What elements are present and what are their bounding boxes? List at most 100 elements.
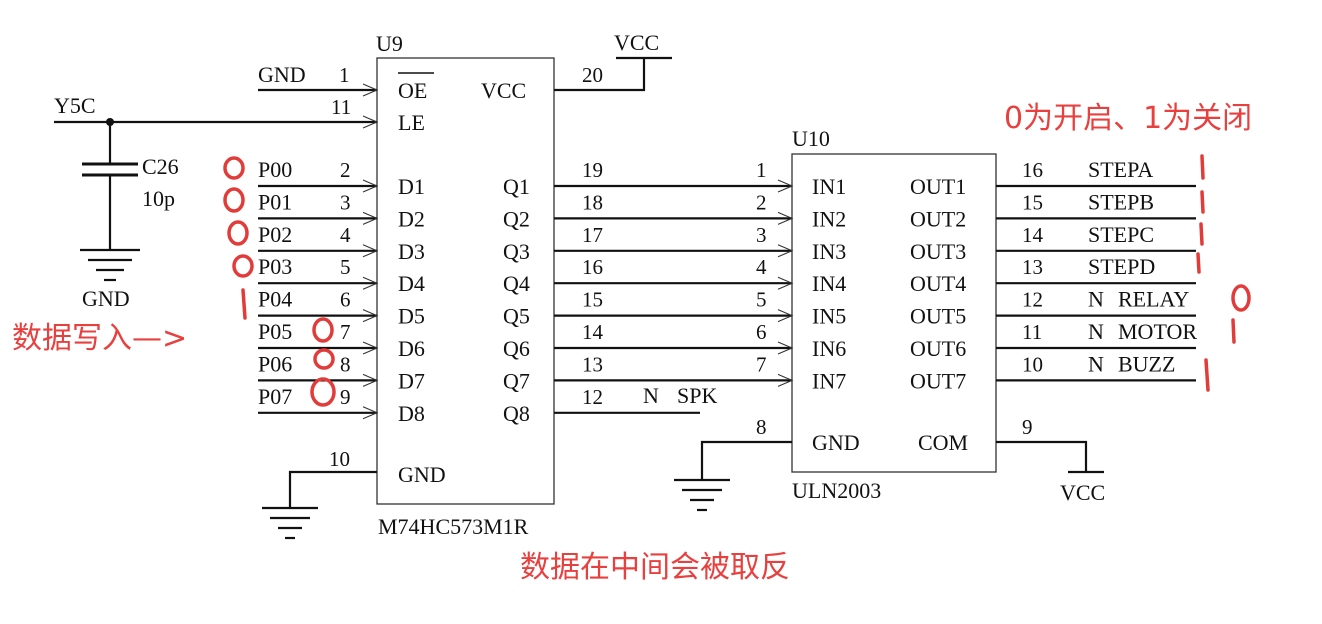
u9-le-pin: 11 (331, 95, 351, 119)
u10-output-pin: 14 (1022, 223, 1044, 247)
u10-output-pin: 16 (1022, 158, 1043, 182)
u9-output-label: Q4 (503, 271, 530, 296)
u10-input-label: IN2 (812, 206, 846, 231)
handwritten-one-mark (241, 288, 247, 320)
u10-output-label: OUT3 (910, 239, 966, 264)
handwritten-zero-mark (310, 377, 336, 407)
annotation-inverted: 数据在中间会被取反 (520, 550, 790, 585)
handwritten-zero-mark (227, 220, 249, 246)
u10-gnd-label: GND (812, 430, 860, 455)
u9-input-net: P06 (258, 351, 292, 376)
u10-input-arrow (777, 211, 794, 225)
u9-input-label: D2 (398, 206, 425, 231)
u10-com-label: COM (918, 430, 968, 455)
u9-input-net: P07 (258, 384, 292, 409)
u9-gnd-wire (288, 470, 377, 508)
u9-le-label: LE (398, 110, 425, 135)
handwritten-one-mark (1204, 358, 1210, 392)
u10-output-net: BUZZ (1118, 351, 1175, 376)
u9-input-label: D8 (398, 401, 425, 426)
u9-input-label: D3 (398, 239, 425, 264)
handwritten-one-mark (1200, 190, 1205, 214)
u9-ref: U9 (376, 31, 403, 56)
u10-input-arrow (777, 244, 794, 258)
u10-output-label: OUT2 (910, 206, 966, 231)
handwritten-one-mark (1196, 252, 1201, 274)
u10-output-net-prefix: N (1088, 351, 1104, 376)
u9-input-pin: 8 (340, 352, 351, 376)
u9-gnd-pin: 10 (329, 447, 350, 471)
u10-gnd-pin: 8 (756, 415, 767, 439)
u9-input-arrow (362, 244, 379, 258)
u9-input-label: D1 (398, 174, 425, 199)
u9-output-label: Q6 (503, 336, 530, 361)
u10-output-pin: 15 (1022, 190, 1043, 214)
u10-output-net: STEPC (1088, 222, 1154, 247)
net-y5c: Y5C (54, 93, 96, 118)
u10-input-arrow (777, 309, 794, 323)
u9-input-arrow (362, 373, 379, 387)
u10-input-pin: 2 (756, 190, 767, 214)
net-gnd-oe: GND (258, 62, 306, 87)
u9-oe-label: OE (398, 78, 427, 103)
u9-input-label: D5 (398, 304, 425, 329)
handwritten-zero-mark (313, 348, 335, 370)
u9-output-label: Q2 (503, 206, 530, 231)
u9-input-pin: 5 (340, 255, 351, 279)
u9-input-arrow (362, 211, 379, 225)
u9-output-pin: 13 (582, 352, 603, 376)
u9-gnd-label: GND (398, 462, 446, 487)
u9-le-arrow (362, 115, 379, 129)
u10-input-pin: 1 (756, 158, 767, 182)
u10-input-label: IN7 (812, 368, 846, 393)
u10-part: ULN2003 (792, 478, 881, 503)
u10-com-wire (996, 440, 1088, 472)
q8-net-spk: SPK (677, 383, 717, 408)
u10-input-arrow (777, 179, 794, 193)
u9-input-arrow (362, 276, 379, 290)
u10-body (791, 153, 997, 473)
u10-input-pin: 3 (756, 223, 767, 247)
c26-ref: C26 (142, 154, 179, 179)
u9-output-label: Q7 (503, 368, 530, 393)
u9-output-pin: 16 (582, 255, 603, 279)
u10-input-arrow (777, 341, 794, 355)
u9-oe-pin: 1 (339, 63, 350, 87)
u9-input-label: D6 (398, 336, 425, 361)
u10-output-net: STEPA (1088, 157, 1153, 182)
u9-output-pin: 17 (582, 223, 603, 247)
u10-output-net-prefix: N (1088, 319, 1104, 344)
u9-output-label: Q8 (503, 401, 530, 426)
u10-output-pin: 13 (1022, 255, 1043, 279)
u10-output-label: OUT5 (910, 304, 966, 329)
handwritten-one-mark (1231, 318, 1236, 344)
u10-com-pin: 9 (1022, 415, 1033, 439)
u9-output-pin: 12 (582, 385, 603, 409)
u9-vcc-wire (554, 58, 646, 92)
u9-input-net: P03 (258, 254, 292, 279)
u9-input-pin: 7 (340, 320, 351, 344)
u10-input-arrow (777, 373, 794, 387)
u10-input-pin: 7 (756, 352, 767, 376)
u10-input-label: IN3 (812, 239, 846, 264)
u9-input-pin: 3 (340, 190, 351, 214)
u9-part: M74HC573M1R (378, 514, 529, 539)
u9-body (376, 57, 555, 505)
u10-output-label: OUT1 (910, 174, 966, 199)
net-vcc-top: VCC (614, 30, 659, 55)
gnd-symbol-cap (80, 248, 140, 282)
handwritten-zero-mark (1231, 284, 1251, 312)
u9-input-net: P01 (258, 189, 292, 214)
u10-output-pin: 10 (1022, 352, 1043, 376)
u9-oe-arrow (362, 83, 379, 97)
handwritten-zero-mark (223, 187, 245, 213)
u9-input-pin: 6 (340, 288, 351, 312)
u10-input-pin: 5 (756, 288, 767, 312)
handwritten-zero-mark (312, 317, 334, 343)
u9-input-arrow (362, 341, 379, 355)
u9-input-net: P02 (258, 222, 292, 247)
